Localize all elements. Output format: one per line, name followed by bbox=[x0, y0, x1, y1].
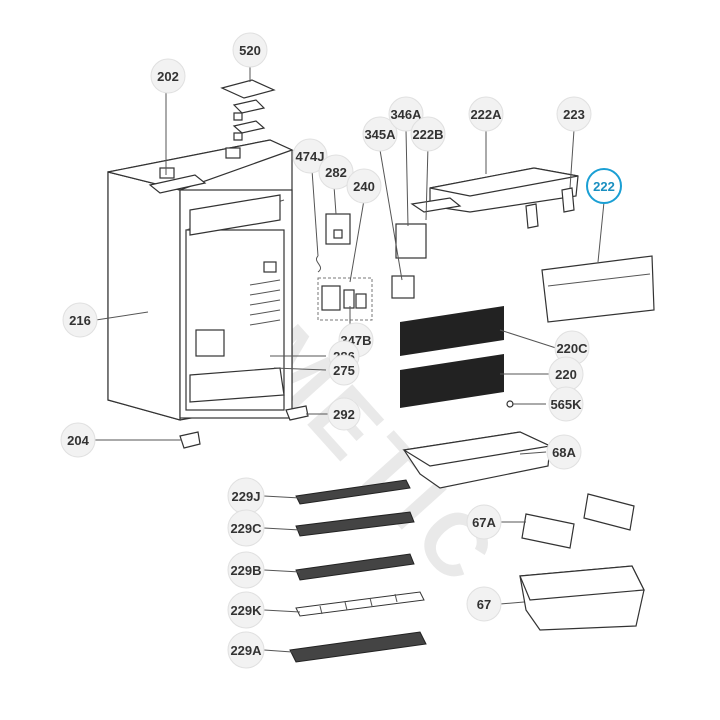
callout-275[interactable]: 275 bbox=[328, 354, 360, 386]
callout-229C[interactable]: 229C bbox=[227, 509, 265, 547]
callout-292[interactable]: 292 bbox=[327, 397, 361, 431]
part-67-bin bbox=[519, 565, 645, 631]
callout-229K[interactable]: 229K bbox=[227, 591, 265, 629]
svg-text:282: 282 bbox=[325, 165, 347, 180]
svg-text:229A: 229A bbox=[230, 643, 262, 658]
svg-text:345A: 345A bbox=[364, 127, 396, 142]
callout-346A[interactable]: 346A bbox=[388, 96, 424, 132]
callout-229J[interactable]: 229J bbox=[227, 477, 265, 515]
part-229B-shelf bbox=[295, 553, 415, 581]
part-292-hinge bbox=[285, 405, 309, 421]
part-cabinet bbox=[107, 139, 294, 421]
part-67A-panels bbox=[521, 493, 635, 549]
part-223-brackets bbox=[525, 187, 575, 229]
part-220C-evaporator bbox=[400, 306, 504, 356]
svg-text:222B: 222B bbox=[412, 127, 443, 142]
callout-204[interactable]: 204 bbox=[60, 422, 96, 458]
svg-text:223: 223 bbox=[563, 107, 585, 122]
part-204-hinge bbox=[179, 431, 201, 449]
callout-229B[interactable]: 229B bbox=[227, 551, 265, 589]
part-345A-board bbox=[391, 275, 415, 299]
svg-text:222: 222 bbox=[593, 179, 615, 194]
callout-345A[interactable]: 345A bbox=[362, 116, 398, 152]
callout-222B[interactable]: 222B bbox=[410, 116, 446, 152]
callout-68A[interactable]: 68A bbox=[546, 434, 582, 470]
svg-text:229B: 229B bbox=[230, 563, 261, 578]
part-282-bracket bbox=[325, 213, 351, 245]
svg-text:229C: 229C bbox=[230, 521, 262, 536]
part-520-pads bbox=[220, 79, 276, 141]
svg-text:67: 67 bbox=[477, 597, 491, 612]
part-229J-shelf bbox=[295, 479, 411, 505]
callout-216[interactable]: 216 bbox=[62, 302, 98, 338]
svg-text:229K: 229K bbox=[230, 603, 262, 618]
svg-text:474J: 474J bbox=[296, 149, 325, 164]
part-68A-drip-tray bbox=[402, 431, 553, 489]
part-222A-tray bbox=[410, 167, 579, 213]
callout-474J[interactable]: 474J bbox=[292, 138, 328, 174]
callout-67[interactable]: 67 bbox=[466, 586, 502, 622]
svg-text:67A: 67A bbox=[472, 515, 496, 530]
callout-565K[interactable]: 565K bbox=[548, 386, 584, 422]
svg-text:216: 216 bbox=[69, 313, 91, 328]
part-240-control-assembly bbox=[317, 277, 373, 321]
part-220-evaporator bbox=[400, 354, 504, 408]
part-229A-shelf bbox=[289, 631, 427, 663]
svg-text:240: 240 bbox=[353, 179, 375, 194]
part-229K-shelf bbox=[295, 591, 425, 617]
part-229C-shelf bbox=[295, 511, 415, 537]
svg-text:292: 292 bbox=[333, 407, 355, 422]
callout-222-highlighted[interactable]: 222 bbox=[586, 168, 622, 204]
callout-229A[interactable]: 229A bbox=[227, 631, 265, 669]
leader-lines bbox=[92, 64, 605, 653]
part-346A-board bbox=[395, 223, 427, 259]
part-474J-clip bbox=[316, 255, 322, 273]
callout-282[interactable]: 282 bbox=[318, 154, 354, 190]
callout-220C[interactable]: 220C bbox=[554, 330, 590, 366]
callout-223[interactable]: 223 bbox=[556, 96, 592, 132]
callout-202[interactable]: 202 bbox=[150, 58, 186, 94]
svg-text:202: 202 bbox=[157, 69, 179, 84]
callout-67A[interactable]: 67A bbox=[466, 504, 502, 540]
svg-text:565K: 565K bbox=[550, 397, 582, 412]
svg-text:520: 520 bbox=[239, 43, 261, 58]
callout-240[interactable]: 240 bbox=[346, 168, 382, 204]
svg-text:220C: 220C bbox=[556, 341, 588, 356]
svg-text:275: 275 bbox=[333, 363, 355, 378]
callout-222A[interactable]: 222A bbox=[468, 96, 504, 132]
svg-text:222A: 222A bbox=[470, 107, 502, 122]
callout-520[interactable]: 520 bbox=[232, 32, 268, 68]
svg-text:229J: 229J bbox=[232, 489, 261, 504]
svg-text:346A: 346A bbox=[390, 107, 422, 122]
svg-text:204: 204 bbox=[67, 433, 89, 448]
svg-text:220: 220 bbox=[555, 367, 577, 382]
svg-text:68A: 68A bbox=[552, 445, 576, 460]
part-222-flap bbox=[541, 255, 655, 323]
callout-220[interactable]: 220 bbox=[548, 356, 584, 392]
